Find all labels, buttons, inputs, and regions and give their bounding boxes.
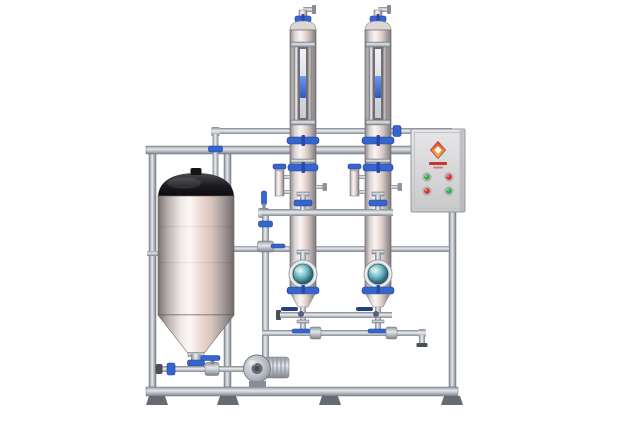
tri-clamp-icon [166,362,176,376]
tri-clamp-icon [258,220,273,228]
tank-vent-icon [190,168,202,175]
tank-dome [158,173,234,198]
indicator-lamp-4 [444,186,454,196]
pump-discharge-pipe [262,216,269,358]
indicator-lamp-1 [422,172,432,182]
brand-text [429,162,447,165]
frame-foot [319,396,341,405]
pipe-end-cap [416,343,428,347]
control-panel [410,128,466,213]
lamp-green-icon [424,174,430,180]
tri-clamp-icon [368,199,388,207]
frame-foot [441,396,463,405]
tri-clamp-icon [187,359,205,367]
feed-manifold [257,190,393,358]
tri-clamp-icon [208,145,223,153]
tri-clamp-icon [392,125,402,137]
pipe-end-cap [155,364,163,374]
frame-foot [217,396,239,405]
valve-handle-icon [270,243,286,249]
membrane-column-2 [347,4,403,315]
tank-outlet-piping [155,355,248,376]
downpipe-valve [257,240,286,253]
valve-handle-icon [261,190,267,206]
frame-foot [146,396,168,405]
drain-valve-1 [291,326,322,340]
membrane-column-1 [272,4,328,315]
valve-handle-icon [367,328,388,334]
pipe-end-cap [276,310,281,320]
drain-valve-2 [367,326,398,340]
frame-bottom-rail [145,386,459,397]
tank-support-left [147,251,160,256]
valve-handle-icon [200,355,221,361]
feed-tank [157,168,235,367]
indicator-lamp-3 [422,186,432,196]
drain-pipe [262,330,424,336]
frame-mid-rail [231,246,449,252]
lamp-red-icon [424,188,430,194]
outlet-valve [200,355,221,376]
ball-valve-handle-icon [281,307,298,311]
bottom-piping [262,307,428,347]
lamp-red-icon [446,174,452,180]
tank-cone [157,314,235,355]
retentate-pipe [280,312,392,318]
pump-foot [249,381,266,387]
lamp-green-icon [446,188,452,194]
top-feed-pipe [208,125,452,184]
tank-shell [157,195,235,316]
manifold-pipe [262,209,393,216]
tri-clamp-icon [293,199,313,207]
frame-post-left [148,153,157,388]
valve-handle-icon [291,328,312,334]
ball-valve-handle-icon [356,307,373,311]
pump [243,354,290,387]
indicator-lamp-2 [444,172,454,182]
